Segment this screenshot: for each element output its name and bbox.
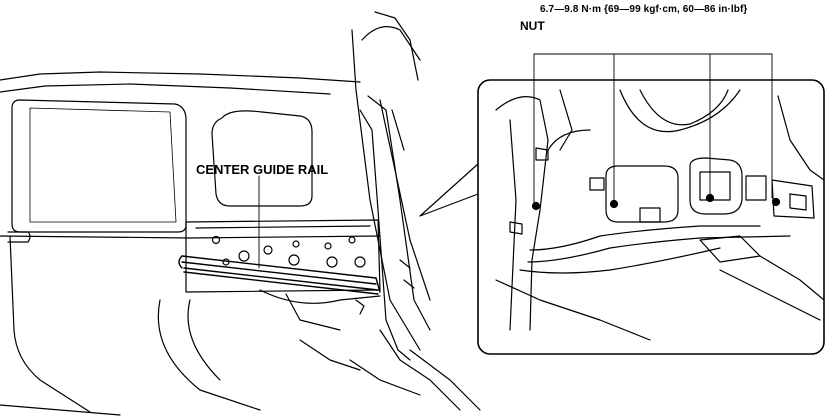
center-guide-rail-label: CENTER GUIDE RAIL [196, 162, 329, 177]
center-guide-rail [178, 255, 381, 295]
nut-4 [771, 197, 781, 207]
nut-leader-lines [533, 53, 773, 205]
nut-label: NUT [520, 19, 545, 33]
vehicle-body [0, 11, 481, 416]
nut-3 [705, 193, 715, 203]
nut-2 [609, 199, 619, 209]
nuts [531, 193, 781, 211]
callout-pointer [419, 163, 479, 217]
torque-spec-label: 6.7—9.8 N·m {69—99 kgf·cm, 60—86 in·lbf} [540, 4, 748, 15]
detail-view [477, 79, 825, 355]
